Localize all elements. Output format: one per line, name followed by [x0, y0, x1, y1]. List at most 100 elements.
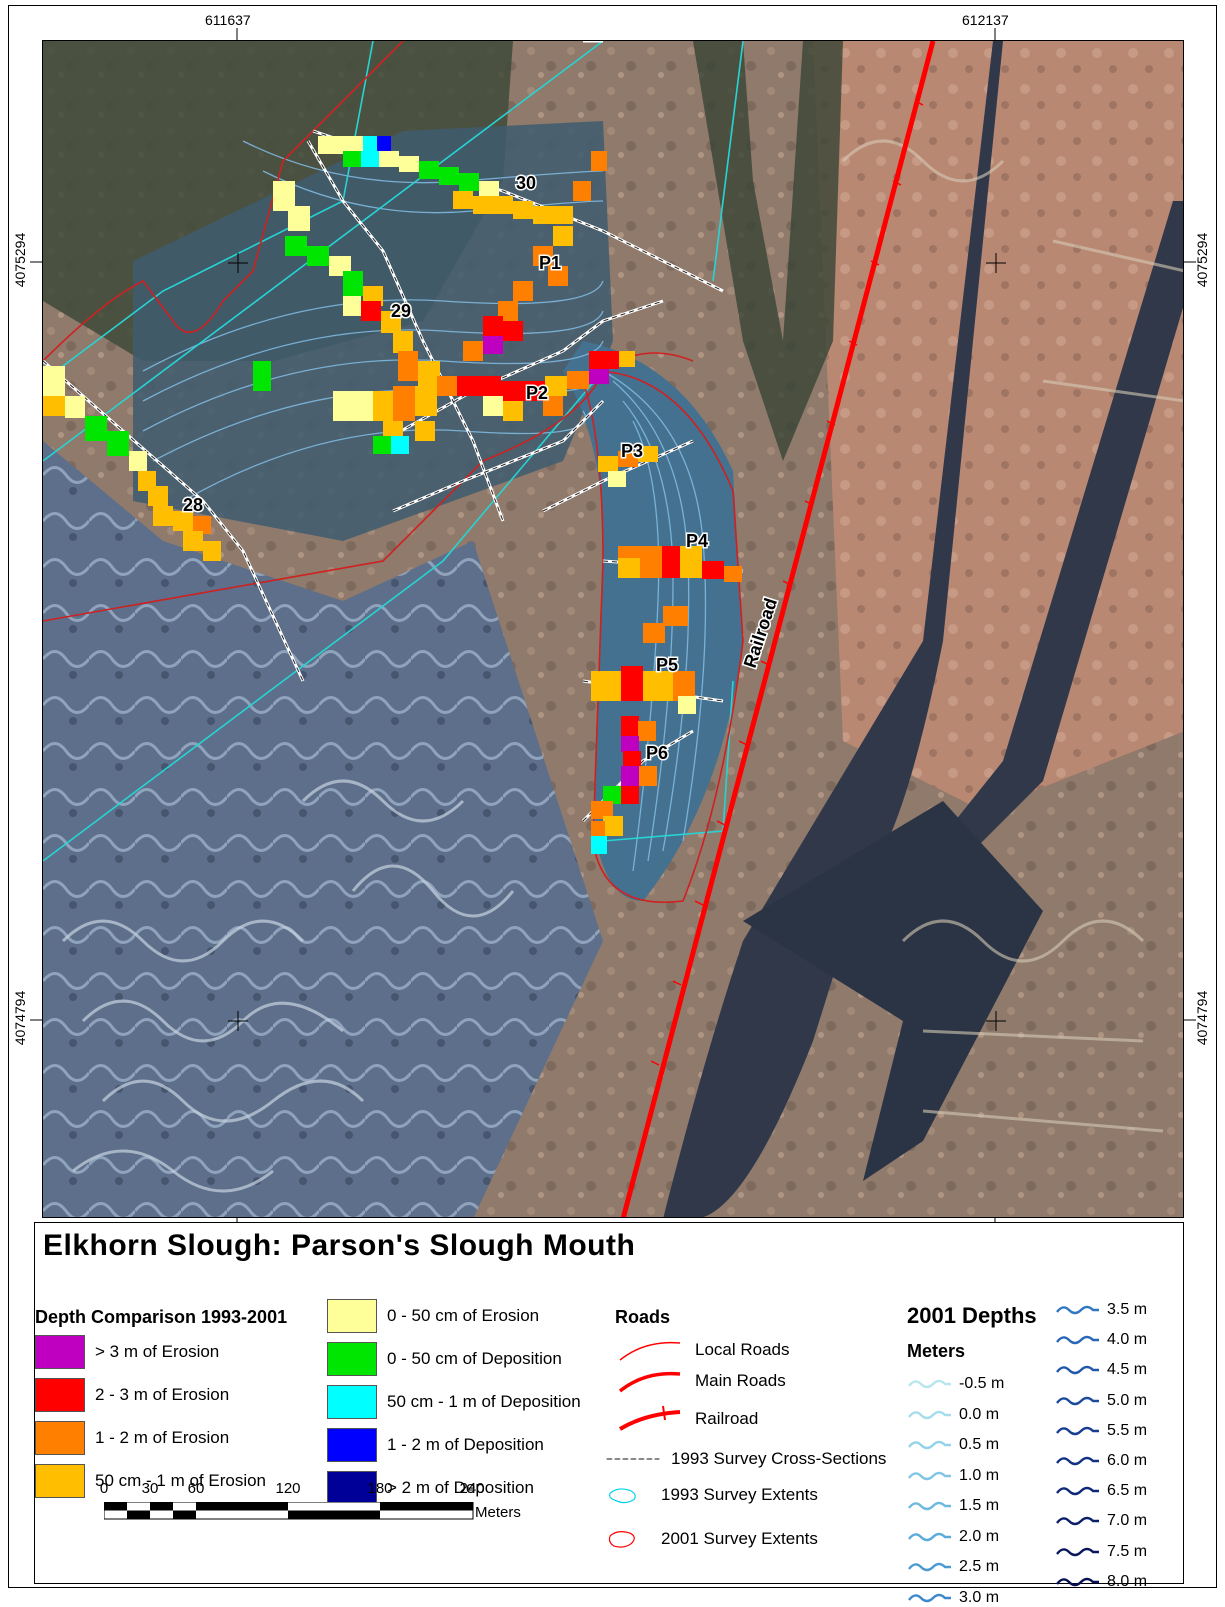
depth-comparison-heading: Depth Comparison 1993-2001	[35, 1307, 288, 1327]
depth-contour-icon	[1056, 1517, 1099, 1526]
depth-legend-item: 3.0 m	[907, 1589, 999, 1607]
depth-contour-icon	[908, 1532, 951, 1541]
cross-section-28-label: 28	[183, 495, 203, 515]
depth-contour-icon	[908, 1471, 951, 1480]
coord-x-left-label: 611637	[205, 12, 251, 28]
extent-1993-symbol	[609, 1488, 636, 1504]
legend-swatch	[35, 1421, 85, 1455]
scale-tick-label: 60	[187, 1480, 205, 1497]
legend-label: 1993 Survey Cross-Sections	[671, 1449, 887, 1468]
legend-item-erosion-0-50cm: 0 - 50 cm of Erosion	[327, 1299, 539, 1333]
depth-legend-item: 2.5 m	[907, 1558, 999, 1576]
roads-heading: Roads	[615, 1307, 671, 1327]
depth-contour-icon	[1056, 1426, 1099, 1435]
legend-swatch	[35, 1378, 85, 1412]
extent-2001-symbol	[608, 1531, 635, 1548]
legend-label: 0 - 50 cm of Erosion	[387, 1306, 540, 1325]
cross-section-p2-label: P2	[526, 383, 548, 403]
cross-section-p5-label: P5	[656, 655, 678, 675]
depth-contour-icon	[908, 1410, 951, 1419]
depth-legend-item: 7.5 m	[1055, 1543, 1147, 1561]
cross-section-p6-label: P6	[646, 743, 668, 763]
depth-contour-icon	[1056, 1577, 1099, 1586]
legend-item-main-roads: Main Roads	[615, 1366, 786, 1396]
legend-swatch	[35, 1335, 85, 1369]
cross-section-29-label: 29	[391, 301, 411, 321]
depth-contour-icon	[1056, 1547, 1099, 1556]
legend-swatch	[327, 1471, 377, 1505]
depth-legend-label: 1.0 m	[959, 1466, 1000, 1484]
legend-label: 50 cm - 1 m of Erosion	[95, 1471, 267, 1490]
depth-legend-label: 2.5 m	[959, 1558, 1000, 1575]
legend-label: > 3 m of Erosion	[95, 1342, 220, 1361]
legend-label: 1 - 2 m of Erosion	[95, 1428, 230, 1447]
depth-legend-item: 5.5 m	[1055, 1422, 1147, 1440]
depth-contour-icon	[908, 1440, 951, 1450]
map-legend: Elkhorn Slough: Parson's Slough Mouth De…	[34, 1222, 1184, 1606]
legend-item-erosion-2-3m: 2 - 3 m of Erosion	[35, 1378, 229, 1412]
east-slough-channel	[923, 201, 1183, 871]
railroad-line	[620, 41, 936, 1217]
depth-legend-label: 8.0 m	[1107, 1572, 1148, 1590]
legend-item-extent-1993: 1993 Survey Extents	[605, 1480, 818, 1510]
depth-contour-icon	[908, 1379, 951, 1389]
legend-item-deposition-0-50cm: 0 - 50 cm of Deposition	[327, 1342, 562, 1376]
aerial-map[interactable]: 30 29 28 P1 P2 P3 P4 P5 P6 Railroad	[42, 40, 1184, 1218]
depth-legend-label: 5.0 m	[1107, 1391, 1148, 1409]
legend-label: Main Roads	[695, 1371, 786, 1390]
depth-legend-label: 4.5 m	[1107, 1361, 1148, 1379]
depth-legend-item: 4.5 m	[1055, 1361, 1147, 1379]
depth-legend-item: 2.0 m	[907, 1528, 999, 1546]
depth-contour-icon	[1056, 1335, 1099, 1345]
cross-section-p3-label: P3	[621, 441, 643, 461]
depth-legend-item: 6.0 m	[1055, 1452, 1147, 1470]
depth-contour-icon	[1056, 1366, 1099, 1375]
coord-x-right-label: 612137	[962, 12, 1009, 28]
legend-item-extent-2001: 2001 Survey Extents	[605, 1524, 818, 1554]
legend-swatch	[327, 1299, 377, 1333]
depth-legend-item: 4.0 m	[1055, 1331, 1147, 1349]
depth-contour-icon	[908, 1593, 951, 1602]
legend-label: 50 cm - 1 m of Deposition	[387, 1392, 581, 1411]
legend-item-railroad: Railroad	[615, 1404, 758, 1434]
depth-contour-icon	[1056, 1456, 1099, 1466]
depth-legend-item: 0.5 m	[907, 1436, 999, 1454]
legend-item-deposition-50cm-1m: 50 cm - 1 m of Deposition	[327, 1385, 581, 1419]
depth-contour-icon	[908, 1501, 951, 1511]
depth-legend-label: 1.5 m	[959, 1497, 1000, 1514]
depth-legend-label: 2.0 m	[959, 1527, 1000, 1545]
legend-label: 2 - 3 m of Erosion	[95, 1385, 230, 1404]
local-road-symbol	[619, 1341, 681, 1361]
scale-units-label: Meters	[475, 1504, 521, 1521]
depth-legend-label: 7.5 m	[1107, 1542, 1148, 1560]
scale-tick-label: 0	[99, 1480, 109, 1497]
scale-bar: 0 30 60 120 180 240 Meters	[70, 1480, 550, 1540]
map-title: Elkhorn Slough: Parson's Slough Mouth	[43, 1229, 636, 1262]
scale-tick-label: 120	[275, 1480, 301, 1497]
legend-label: > 2 m of Deposition	[387, 1478, 534, 1497]
depth-legend-label: 6.5 m	[1107, 1482, 1148, 1500]
depths-2001-heading: 2001 Depths	[907, 1303, 1037, 1328]
depth-legend-label: 3.0 m	[959, 1588, 1000, 1606]
legend-label: 1993 Survey Extents	[661, 1485, 818, 1504]
east-marsh-meanders	[841, 139, 1183, 1133]
depth-legend-label: -0.5 m	[959, 1375, 1005, 1392]
legend-item-erosion-1-2m: 1 - 2 m of Erosion	[35, 1421, 229, 1455]
depth-legend-item: 5.0 m	[1055, 1392, 1147, 1410]
slough-confluence	[743, 801, 1043, 1181]
depth-legend-item: 6.5 m	[1055, 1482, 1147, 1500]
scale-tick-label: 240	[459, 1480, 485, 1497]
depth-contour-icon	[1056, 1486, 1099, 1496]
legend-swatch	[35, 1464, 85, 1498]
depth-legend-item: 1.0 m	[907, 1467, 999, 1485]
legend-item-cross-sections: 1993 Survey Cross-Sections	[605, 1444, 886, 1474]
legend-label: 2001 Survey Extents	[661, 1529, 818, 1548]
cross-section-30-label: 30	[516, 173, 536, 193]
cross-section-p1-label: P1	[539, 253, 561, 273]
legend-label: 1 - 2 m of Deposition	[387, 1435, 544, 1454]
legend-item-local-roads: Local Roads	[615, 1335, 790, 1365]
railroad-symbol	[618, 1405, 681, 1431]
depth-legend-item: 0.0 m	[907, 1406, 999, 1424]
depth-contour-icon	[1056, 1396, 1099, 1405]
depth-legend-item: 7.0 m	[1055, 1512, 1147, 1530]
